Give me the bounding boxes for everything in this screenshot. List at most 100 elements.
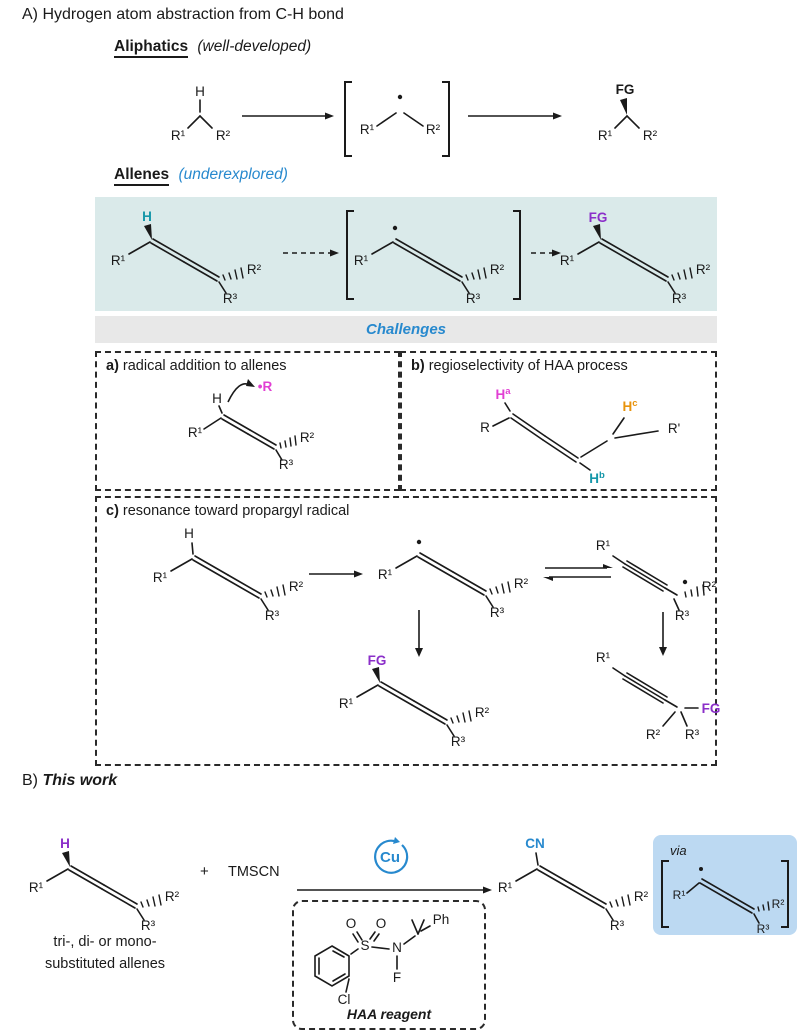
r1-label: R¹ [498, 880, 513, 895]
bracket-right [513, 210, 521, 300]
r1-label: R¹ [171, 128, 186, 143]
r2-label: R² [426, 122, 441, 137]
f-label: F [393, 970, 401, 985]
h-label: H [184, 526, 194, 541]
r1-label: R¹ [596, 538, 611, 553]
h-label: H [142, 209, 152, 224]
tmscn-label: TMSCN [228, 864, 280, 880]
radical-dot [416, 539, 422, 545]
panel-b: b)regioselectivity of HAA process R Ha H… [400, 351, 717, 491]
aliphatic-substrate: H R¹ R² [171, 84, 231, 143]
s-label: S [360, 938, 369, 953]
allene-haa-scheme: H R¹ R² R³ R¹ [111, 209, 711, 306]
h-label: H [60, 836, 70, 851]
h-label: H [212, 391, 222, 406]
r2-label: R² [772, 897, 785, 911]
aliphatic-scheme: H R¹ R² R¹ R² FG R¹ [171, 81, 658, 157]
r3-label: R³ [685, 727, 700, 742]
fg-label: FG [589, 210, 608, 225]
h-a-label: Ha [495, 386, 511, 402]
via-intermediate-structure: via R¹ R² R³ [661, 843, 789, 936]
section-a-title: A) Hydrogen atom abstraction from C-H bo… [22, 6, 344, 23]
down-arrow [415, 610, 423, 657]
r1-label: R¹ [560, 253, 575, 268]
radical-r-label: •R [258, 379, 273, 394]
r2-label: R² [514, 576, 529, 591]
propargyl-radical: R¹ R² R³ [596, 538, 717, 623]
substrate-note: tri-, di- or mono- substituted allenes [10, 932, 200, 976]
panel-b-scheme: R Ha Hb Hc R' [480, 386, 680, 486]
allene-product: FG R¹ R² R³ [560, 210, 711, 306]
allenes-heading-text: Allenes [114, 166, 170, 186]
h-b-label: Hb [589, 470, 605, 486]
radical-dot [392, 225, 398, 231]
allene-fg-product: FG R¹ R² R³ [339, 653, 490, 749]
r3-label: R³ [757, 922, 770, 936]
r3-label: R³ [490, 605, 505, 620]
allene-substrate: H R¹ R² R³ [153, 526, 304, 623]
r3-label: R³ [279, 457, 294, 472]
aliphatic-product: FG R¹ R² [598, 82, 658, 143]
panel-c: c)resonance toward propargyl radical H R… [95, 496, 721, 766]
cu-label: Cu [380, 849, 400, 866]
benzene-ring [314, 945, 350, 987]
r2-label: R² [165, 889, 180, 904]
radical-dot [699, 867, 703, 871]
h-label: H [195, 84, 205, 99]
haa-reagent-box: S O O N F Ph Cl HAA reagent [292, 900, 486, 1030]
fg-label: FG [368, 653, 387, 668]
h-c-label: Hc [622, 398, 637, 414]
aliphatics-heading-text: Aliphatics [114, 38, 189, 58]
radical-dot [397, 94, 403, 100]
cu-catalyst-cycle: Cu [374, 837, 409, 874]
r3-label: R³ [466, 291, 481, 306]
allenyl-radical-intermediate: R¹ R² R³ [354, 225, 505, 306]
bracket-right [781, 860, 789, 928]
haa-reagent-structure: S O O N F Ph Cl [314, 912, 450, 1007]
panel-c-scheme: H R¹ R² R³ R¹ [153, 526, 721, 749]
r2-label: R² [702, 579, 717, 594]
r-label: R [480, 420, 490, 435]
r2-label: R² [216, 128, 231, 143]
bracket-left [661, 860, 669, 928]
challenges-title: Challenges [365, 321, 447, 338]
o-label: O [346, 916, 357, 931]
r1-label: R¹ [378, 567, 393, 582]
equilibrium-arrows [543, 564, 613, 581]
r2-label: R² [475, 705, 490, 720]
propargyl-fg-product: R¹ FG R² R³ [596, 650, 721, 742]
r1-label: R¹ [153, 570, 168, 585]
haa-reagent-label: HAA reagent [346, 1006, 432, 1022]
via-label: via [670, 843, 687, 858]
r-prime-label: R' [668, 421, 680, 436]
r1-label: R¹ [598, 128, 613, 143]
b-reaction-arrow: Cu [297, 837, 492, 894]
ph-label: Ph [433, 912, 450, 927]
aliphatics-heading: Aliphatics (well-developed) [114, 38, 311, 58]
r1-label: R¹ [354, 253, 369, 268]
cl-label: Cl [338, 992, 351, 1007]
plus-sign: + [200, 863, 209, 880]
aliphatic-radical-intermediate: R¹ R² [360, 94, 441, 137]
section-b-title: B) This work [22, 772, 118, 789]
o-label: O [376, 916, 387, 931]
substrate-note-line1: tri-, di- or mono- [53, 934, 157, 950]
bracket-left [346, 210, 354, 300]
r1-label: R¹ [29, 880, 44, 895]
r1-label: R¹ [188, 425, 203, 440]
substrate-note-line2: substituted allenes [44, 955, 166, 972]
r3-label: R³ [265, 608, 280, 623]
challenges-bar: Challenges [95, 316, 717, 343]
bracket-left [344, 81, 352, 157]
r2-label: R² [696, 262, 711, 277]
reaction-arrow [309, 570, 363, 578]
r2-label: R² [643, 128, 658, 143]
b-substrate: H R¹ R² R³ [29, 836, 180, 933]
panel-a-scheme: H •R R¹ R² R³ [188, 379, 315, 472]
allenes-heading-note: (underexplored) [178, 166, 288, 183]
down-arrow [659, 612, 667, 656]
reaction-arrow [468, 112, 562, 120]
panel-b-title: b)regioselectivity of HAA process [411, 358, 628, 374]
bracket-right [442, 81, 450, 157]
